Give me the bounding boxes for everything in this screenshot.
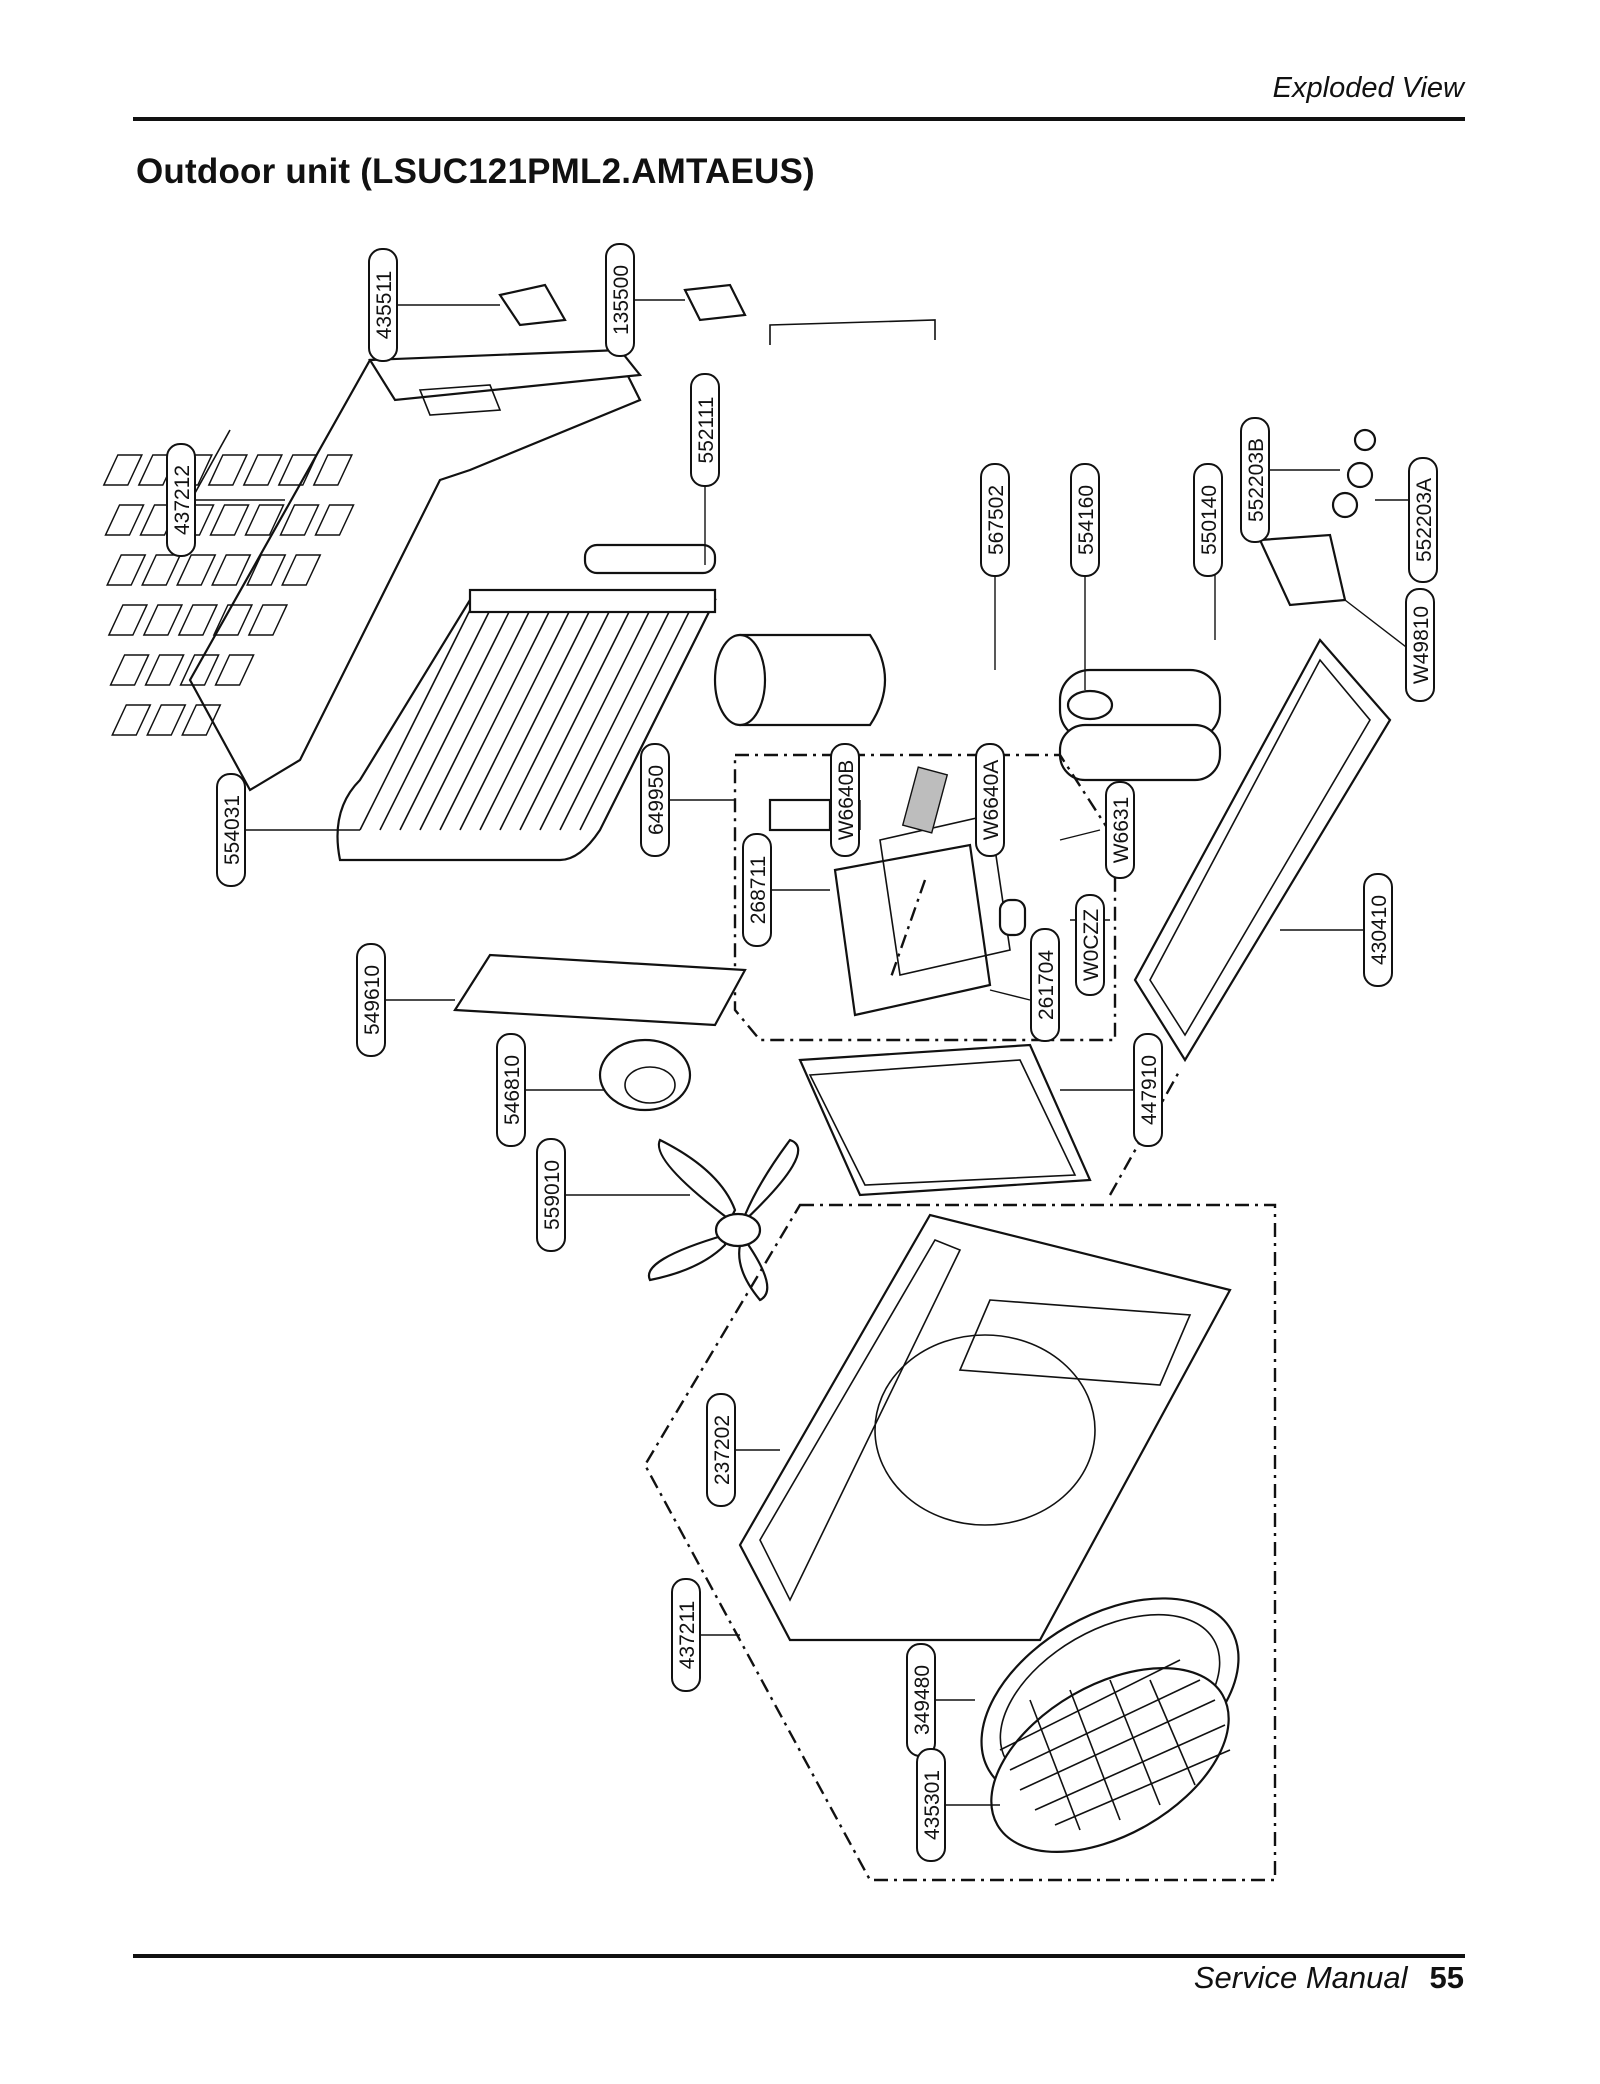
- svg-text:554031: 554031: [221, 795, 244, 865]
- svg-text:552203A: 552203A: [1413, 478, 1436, 562]
- front-panel-part: [738, 1213, 1232, 1642]
- cover-bracket-part: [498, 283, 567, 327]
- propeller-fan-part: [647, 1138, 800, 1302]
- label-W49810: W49810: [1405, 588, 1435, 702]
- svg-text:552203B: 552203B: [1245, 438, 1268, 522]
- svg-text:W49810: W49810: [1410, 606, 1433, 684]
- sound-blanket-part: [713, 633, 886, 727]
- section-title: Exploded View: [1272, 72, 1464, 104]
- svg-text:349480: 349480: [911, 1665, 934, 1735]
- label-552203A: 552203A: [1408, 457, 1438, 583]
- label-552111: 552111: [690, 373, 720, 487]
- svg-text:237202: 237202: [711, 1415, 734, 1485]
- label-554031: 554031: [216, 773, 246, 887]
- label-649950: 649950: [640, 743, 670, 857]
- front-grille-part: [990, 1659, 1231, 1853]
- svg-text:554160: 554160: [1075, 485, 1098, 555]
- control-box-part: [768, 766, 1027, 1017]
- svg-text:550140: 550140: [1198, 485, 1221, 555]
- svg-text:435511: 435511: [373, 271, 396, 340]
- label-559010: 559010: [536, 1138, 566, 1252]
- partition-part: [798, 1043, 1092, 1197]
- svg-text:W6631: W6631: [1110, 797, 1133, 864]
- svg-text:552111: 552111: [695, 397, 718, 464]
- handle-bar-part: [769, 319, 936, 345]
- svg-text:549610: 549610: [361, 965, 384, 1035]
- svg-text:W6640A: W6640A: [980, 760, 1003, 841]
- label-437211: 437211: [671, 1578, 701, 1692]
- label-550140: 550140: [1193, 463, 1223, 577]
- svg-text:261704: 261704: [1035, 950, 1058, 1020]
- leader-lines: [195, 299, 1411, 1806]
- top-cover-part: [102, 348, 643, 792]
- label-261704: 261704: [1030, 928, 1060, 1042]
- control-box-frame: [733, 753, 1117, 1042]
- svg-text:430410: 430410: [1368, 895, 1391, 965]
- label-554160: 554160: [1070, 463, 1100, 577]
- label-430410: 430410: [1363, 873, 1393, 987]
- label-549610: 549610: [356, 943, 386, 1057]
- svg-text:437212: 437212: [171, 465, 194, 535]
- compressor-part: [1058, 668, 1222, 782]
- condenser-coil-part: [336, 543, 717, 862]
- svg-text:447910: 447910: [1138, 1055, 1161, 1125]
- svg-text:135500: 135500: [610, 265, 633, 335]
- label-435511: 435511: [368, 248, 398, 362]
- label-435301: 435301: [916, 1748, 946, 1862]
- valve-cover-part: [683, 283, 747, 322]
- svg-text:268711: 268711: [747, 856, 770, 925]
- page-number: 55: [1429, 1960, 1464, 1995]
- svg-text:567502: 567502: [985, 485, 1008, 555]
- label-W6631: W6631: [1105, 781, 1135, 879]
- svg-text:W0CZZ: W0CZZ: [1080, 909, 1103, 981]
- svg-text:437211: 437211: [676, 1601, 699, 1670]
- svg-text:435301: 435301: [921, 1770, 944, 1840]
- page-title: Outdoor unit (LSUC121PML2.AMTAEUS): [136, 152, 815, 191]
- label-135500: 135500: [605, 243, 635, 357]
- label-W6640B: W6640B: [830, 743, 860, 857]
- manual-name: Service Manual: [1193, 1960, 1408, 1995]
- base-pan-part: [1133, 638, 1392, 1063]
- label-W6640A: W6640A: [975, 743, 1005, 857]
- label-268711: 268711: [742, 833, 772, 947]
- header-rule: [133, 117, 1465, 121]
- svg-text:559010: 559010: [541, 1160, 564, 1230]
- label-552203B: 552203B: [1240, 417, 1270, 543]
- label-W0CZZ: W0CZZ: [1075, 894, 1105, 996]
- svg-text:649950: 649950: [645, 765, 668, 835]
- service-valves-part: [1258, 428, 1377, 607]
- label-567502: 567502: [980, 463, 1010, 577]
- label-349480: 349480: [906, 1643, 936, 1757]
- motor-bracket-part: [453, 953, 747, 1027]
- svg-text:546810: 546810: [501, 1055, 524, 1125]
- label-237202: 237202: [706, 1393, 736, 1507]
- label-447910: 447910: [1133, 1033, 1163, 1147]
- page-footer: Service Manual 55: [1194, 1960, 1464, 1996]
- label-437212: 437212: [166, 443, 196, 557]
- fan-motor-part: [598, 1038, 692, 1112]
- svg-text:W6640B: W6640B: [835, 760, 858, 841]
- footer-rule: [133, 1954, 1465, 1958]
- label-546810: 546810: [496, 1033, 526, 1147]
